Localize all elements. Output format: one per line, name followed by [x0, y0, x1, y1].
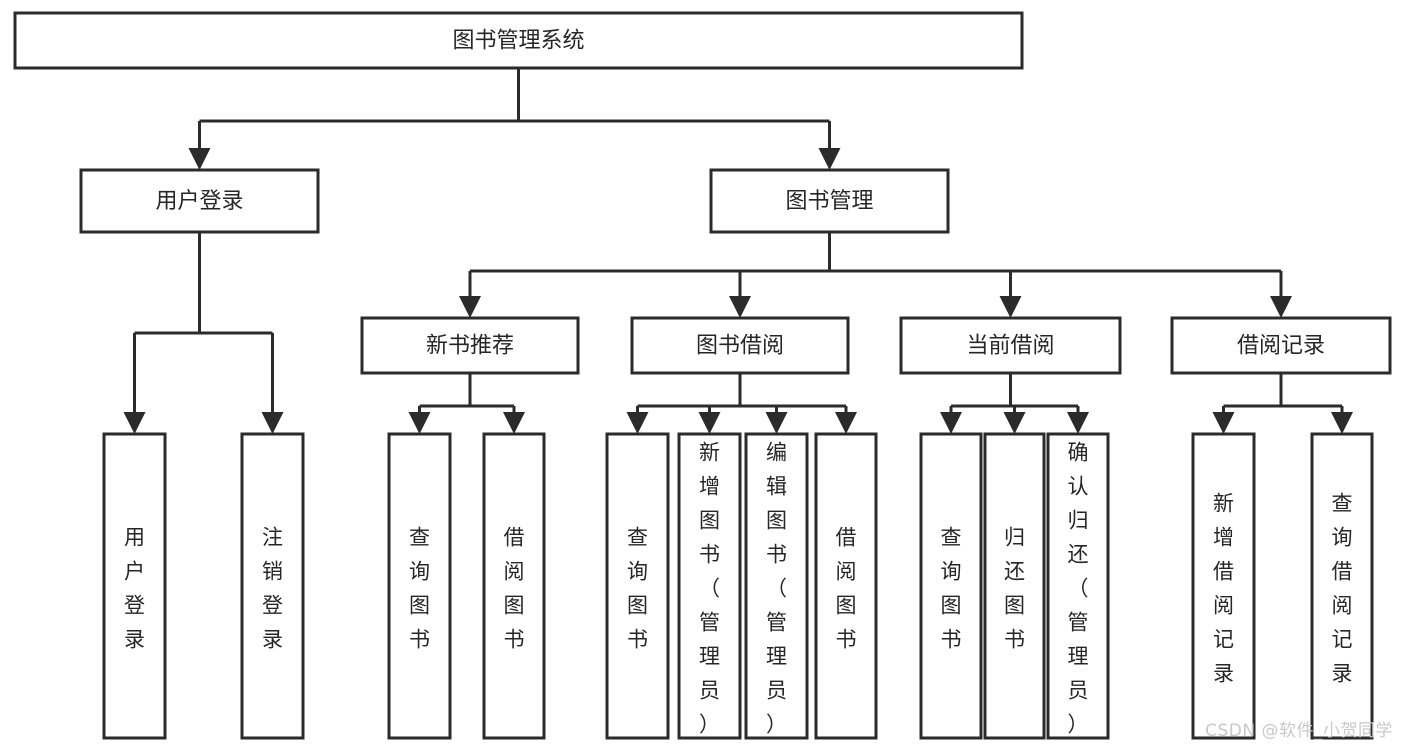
node-label: 新增借阅记录 — [1213, 492, 1234, 686]
node-label: 查询图书 — [627, 526, 648, 652]
node-label: 图书借阅 — [696, 334, 784, 359]
node-borrow-record[interactable]: 借阅记录 — [1170, 316, 1392, 375]
arrow-head-icon — [1331, 412, 1353, 434]
node-box — [630, 316, 850, 375]
node-leaf-borrow-add[interactable]: 新增图书（管理员） — [677, 432, 742, 740]
node-leaf-user-logout[interactable]: 注销登录 — [240, 432, 305, 740]
node-label: 借阅记录 — [1237, 334, 1325, 359]
node-label: 图书管理 — [785, 189, 873, 214]
node-leaf-user-login[interactable]: 用户登录 — [102, 432, 167, 740]
node-label: 新书推荐 — [426, 334, 514, 359]
node-label: 借阅图书 — [504, 526, 525, 652]
arrow-head-icon — [188, 148, 211, 170]
node-label: 查询图书 — [409, 526, 430, 652]
node-user-login[interactable]: 用户登录 — [79, 168, 320, 234]
node-box — [1046, 432, 1110, 740]
node-box — [709, 168, 950, 234]
arrow-head-icon — [1212, 412, 1235, 434]
arrow-head-icon — [626, 412, 649, 434]
node-box — [1170, 316, 1392, 375]
connector-layer — [123, 68, 1353, 434]
arrow-head-icon — [765, 412, 788, 434]
node-label: 查询图书 — [941, 526, 962, 652]
node-leaf-cur-query[interactable]: 查询图书 — [919, 432, 983, 740]
node-label: 编辑图书（管理员） — [766, 441, 787, 737]
arrow-head-icon — [459, 296, 481, 318]
node-label: 新增图书（管理员） — [699, 441, 720, 737]
node-box — [1310, 432, 1374, 740]
node-box — [744, 432, 809, 740]
node-box — [79, 168, 320, 234]
node-label: 确认归还（管理员） — [1068, 441, 1089, 737]
node-root[interactable]: 图书管理系统 — [13, 11, 1024, 70]
node-leaf-rec-borrow[interactable]: 借阅图书 — [482, 432, 546, 740]
node-label: 借阅图书 — [836, 526, 857, 652]
node-leaf-borrow-query[interactable]: 查询图书 — [605, 432, 670, 740]
node-box — [240, 432, 305, 740]
arrow-head-icon — [1067, 412, 1089, 434]
node-box — [919, 432, 983, 740]
arrow-head-icon — [835, 412, 857, 434]
node-leaf-rec-add[interactable]: 新增借阅记录 — [1191, 432, 1256, 740]
node-new-book-rec[interactable]: 新书推荐 — [360, 316, 580, 375]
node-leaf-borrow-edit[interactable]: 编辑图书（管理员） — [744, 432, 809, 740]
node-box — [387, 432, 452, 740]
node-box — [814, 432, 878, 740]
arrow-head-icon — [503, 412, 525, 434]
node-label: 注销登录 — [262, 526, 283, 652]
node-label: 图书管理系统 — [452, 29, 584, 54]
node-box — [482, 432, 546, 740]
node-layer: 图书管理系统用户登录图书管理新书推荐图书借阅当前借阅借阅记录用户登录注销登录查询… — [13, 11, 1392, 740]
arrow-head-icon — [698, 412, 721, 434]
node-box — [360, 316, 580, 375]
node-box — [983, 432, 1046, 740]
arrow-head-icon — [940, 412, 962, 434]
node-label: 当前借阅 — [966, 334, 1054, 359]
node-book-borrow[interactable]: 图书借阅 — [630, 316, 850, 375]
node-label: 用户登录 — [124, 526, 145, 652]
watermark-label: CSDN @软件_小贺同学 — [1205, 721, 1393, 741]
arrow-head-icon — [999, 296, 1022, 318]
arrow-head-icon — [729, 296, 751, 318]
node-label: 用户登录 — [155, 189, 243, 214]
node-box — [102, 432, 167, 740]
arrow-head-icon — [261, 412, 284, 434]
node-leaf-cur-confirm[interactable]: 确认归还（管理员） — [1046, 432, 1110, 740]
arrow-head-icon — [1003, 412, 1026, 434]
arrow-head-icon — [1270, 296, 1292, 318]
arrow-head-icon — [408, 412, 431, 434]
arrow-head-icon — [818, 148, 841, 170]
node-leaf-rec-search[interactable]: 查询借阅记录 — [1310, 432, 1374, 740]
node-leaf-cur-return[interactable]: 归还图书 — [983, 432, 1046, 740]
node-label: 查询借阅记录 — [1332, 492, 1353, 686]
node-box — [605, 432, 670, 740]
node-current-borrow[interactable]: 当前借阅 — [899, 316, 1122, 375]
arrow-head-icon — [123, 412, 146, 434]
node-box — [1191, 432, 1256, 740]
node-leaf-rec-query[interactable]: 查询图书 — [387, 432, 452, 740]
node-book-manage[interactable]: 图书管理 — [709, 168, 950, 234]
node-box — [13, 11, 1024, 70]
node-leaf-borrow-lend[interactable]: 借阅图书 — [814, 432, 878, 740]
node-box — [677, 432, 742, 740]
node-label: 归还图书 — [1004, 526, 1025, 652]
node-box — [899, 316, 1122, 375]
